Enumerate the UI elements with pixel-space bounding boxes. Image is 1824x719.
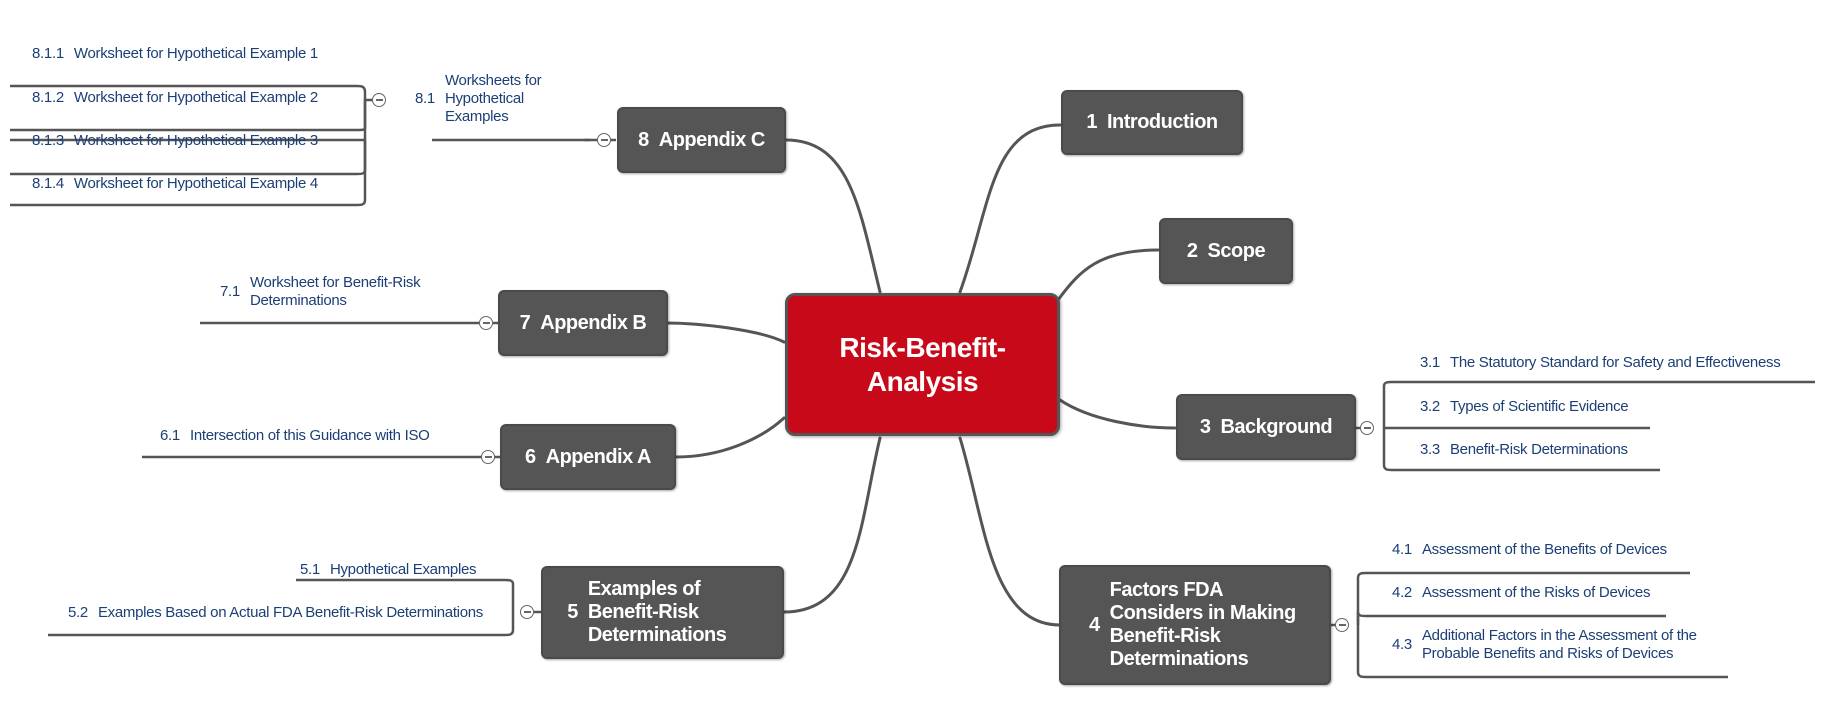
subtopic-number: 8.1.4 <box>32 175 64 192</box>
topic-number: 2 <box>1186 239 1198 262</box>
subtopic-number: 8.1 <box>415 90 435 107</box>
subtopic-number: 4.2 <box>1392 584 1412 601</box>
subtopic-4-3[interactable]: 4.3 Additional Factors in the Assessment… <box>1392 627 1722 663</box>
topic-examples[interactable]: 5 Examples of Benefit-Risk Determination… <box>541 566 784 659</box>
topic-appendix-c[interactable]: 8 Appendix C <box>617 107 786 173</box>
subtopic-5-2[interactable]: 5.2 Examples Based on Actual FDA Benefit… <box>68 604 483 622</box>
subtopic-4-2[interactable]: 4.2 Assessment of the Risks of Devices <box>1392 584 1650 602</box>
topic-number: 8 <box>638 128 649 151</box>
subtopic-label: Worksheet for Hypothetical Example 3 <box>73 132 318 149</box>
topic-number: 3 <box>1199 415 1211 438</box>
subtopic-8-1[interactable]: 8.1 Worksheets for Hypothetical Examples <box>415 72 557 126</box>
subtopic-number: 3.1 <box>1420 354 1440 371</box>
collapse-toggle-icon[interactable] <box>479 316 493 330</box>
subtopic-label: Benefit-Risk Determinations <box>1449 441 1628 458</box>
topic-label: Appendix A <box>545 445 652 468</box>
collapse-toggle-icon[interactable] <box>1360 421 1374 435</box>
collapse-toggle-icon[interactable] <box>481 450 495 464</box>
subtopic-label: Worksheet for Hypothetical Example 2 <box>73 89 318 106</box>
subtopic-8-1-2[interactable]: 8.1.2 Worksheet for Hypothetical Example… <box>32 89 318 107</box>
subtopic-label: Worksheet for Benefit-Risk Determination… <box>249 274 421 309</box>
topic-background[interactable]: 3 Background <box>1176 394 1356 460</box>
central-topic[interactable]: Risk-Benefit-Analysis <box>785 293 1060 436</box>
subtopic-4-1[interactable]: 4.1 Assessment of the Benefits of Device… <box>1392 541 1667 559</box>
subtopic-number: 3.3 <box>1420 441 1440 458</box>
collapse-toggle-icon[interactable] <box>372 93 386 107</box>
subtopic-number: 8.1.2 <box>32 89 64 106</box>
subtopic-8-1-3[interactable]: 8.1.3 Worksheet for Hypothetical Example… <box>32 132 318 150</box>
topic-label: Examples of Benefit-Risk Determinations <box>587 578 727 646</box>
topic-label: Introduction <box>1106 111 1218 133</box>
subtopic-3-2[interactable]: 3.2 Types of Scientific Evidence <box>1420 398 1629 416</box>
subtopic-7-1[interactable]: 7.1 Worksheet for Benefit-Risk Determina… <box>220 274 450 310</box>
topic-label: Appendix B <box>540 311 647 334</box>
subtopic-label: Assessment of the Risks of Devices <box>1421 584 1651 601</box>
subtopic-6-1[interactable]: 6.1 Intersection of this Guidance with I… <box>160 427 430 445</box>
subtopic-label: Worksheets for Hypothetical Examples <box>444 72 542 125</box>
subtopic-label: Intersection of this Guidance with ISO <box>189 427 430 444</box>
topic-scope[interactable]: 2 Scope <box>1159 218 1293 284</box>
subtopic-number: 5.1 <box>300 561 320 578</box>
subtopic-number: 5.2 <box>68 604 88 621</box>
subtopic-label: Additional Factors in the Assessment of … <box>1421 627 1697 662</box>
topic-number: 7 <box>519 311 531 334</box>
collapse-toggle-icon[interactable] <box>1335 618 1349 632</box>
topic-number: 1 <box>1086 111 1097 133</box>
topic-number: 6 <box>525 445 536 468</box>
subtopic-number: 8.1.1 <box>32 45 64 62</box>
subtopic-label: Types of Scientific Evidence <box>1449 398 1629 415</box>
topic-introduction[interactable]: 1 Introduction <box>1061 90 1243 155</box>
subtopic-number: 3.2 <box>1420 398 1440 415</box>
subtopic-number: 4.3 <box>1392 636 1412 653</box>
central-topic-label: Risk-Benefit-Analysis <box>839 331 1006 397</box>
subtopic-5-1[interactable]: 5.1 Hypothetical Examples <box>300 561 477 579</box>
subtopic-label: The Statutory Standard for Safety and Ef… <box>1449 354 1781 371</box>
topic-appendix-a[interactable]: 6 Appendix A <box>500 424 676 490</box>
topic-label: Scope <box>1207 239 1266 262</box>
subtopic-3-3[interactable]: 3.3 Benefit-Risk Determinations <box>1420 441 1628 459</box>
topic-factors-fda[interactable]: 4 Factors FDA Considers in Making Benefi… <box>1059 565 1331 685</box>
subtopic-label: Assessment of the Benefits of Devices <box>1421 541 1667 558</box>
topic-number: 5 <box>567 601 578 623</box>
subtopic-label: Hypothetical Examples <box>329 561 477 578</box>
topic-label: Appendix C <box>658 128 766 151</box>
subtopic-number: 4.1 <box>1392 541 1412 558</box>
topic-appendix-b[interactable]: 7 Appendix B <box>498 290 668 356</box>
subtopic-label: Worksheet for Hypothetical Example 1 <box>73 45 318 62</box>
subtopic-8-1-4[interactable]: 8.1.4 Worksheet for Hypothetical Example… <box>32 175 318 193</box>
subtopic-8-1-1[interactable]: 8.1.1 Worksheet for Hypothetical Example… <box>32 45 318 63</box>
subtopic-3-1[interactable]: 3.1 The Statutory Standard for Safety an… <box>1420 354 1781 372</box>
topic-label: Background <box>1220 415 1333 438</box>
collapse-toggle-icon[interactable] <box>520 605 534 619</box>
subtopic-number: 6.1 <box>160 427 180 444</box>
collapse-toggle-icon[interactable] <box>597 133 611 147</box>
subtopic-number: 8.1.3 <box>32 132 64 149</box>
subtopic-label: Examples Based on Actual FDA Benefit-Ris… <box>97 604 484 621</box>
subtopic-label: Worksheet for Hypothetical Example 4 <box>73 175 318 192</box>
topic-number: 4 <box>1089 613 1100 636</box>
topic-label: Factors FDA Considers in Making Benefit-… <box>1109 579 1297 670</box>
subtopic-number: 7.1 <box>220 283 240 300</box>
